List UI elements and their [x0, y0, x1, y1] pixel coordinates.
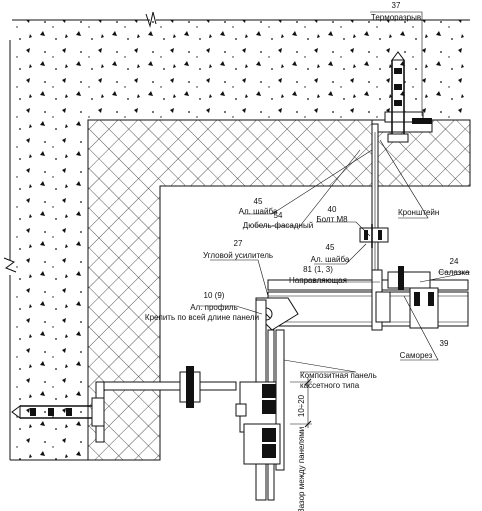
callout-text: Болт М8: [316, 215, 348, 224]
callout-thermal-break: 37 Терморазрыв: [371, 1, 421, 22]
callout-text: Ал. шайба: [239, 207, 278, 216]
concrete-wall: [3, 11, 470, 461]
callout-bolt: 40 Болт М8: [316, 205, 348, 224]
lower-bracket: [11, 366, 237, 443]
callout-washer-top: 45 Ал. шайба: [239, 197, 278, 216]
callout-text-line: Композитная панель: [300, 371, 377, 380]
callout-number: 81 (1, 3): [303, 265, 333, 274]
callout-text: Направляющая: [289, 276, 347, 285]
callout-number: 45: [254, 197, 263, 206]
insulation-layer: [87, 119, 471, 461]
callout-facade-dowel: 54 Дюбель-фасадный: [243, 211, 313, 230]
top-bracket: [371, 51, 433, 275]
callout-number: 39: [440, 339, 449, 348]
callout-text: Терморазрыв: [371, 13, 421, 22]
callout-text: Ал. профиль: [190, 303, 238, 312]
callout-washer-mid: 45 Ал. шайба: [311, 243, 350, 264]
callout-corner-reinforcer: 27 Угловой усилитель: [203, 239, 273, 260]
callout-text: Саморез: [400, 351, 433, 360]
leader-lines: [200, 11, 471, 373]
bolt-assembly: [359, 224, 389, 248]
callout-bracket: Кронштейн: [398, 208, 439, 217]
callout-guide: 81 (1, 3) Направляющая: [289, 265, 347, 285]
callout-al-profile: 10 (9) Ал. профиль Крепить по всей длине…: [145, 291, 259, 322]
dimension-text: 10÷20: [297, 394, 306, 417]
guide-rail: [267, 266, 469, 331]
dimension-10-20: [290, 378, 312, 428]
gap-note-text: Зазор между панелями: [297, 427, 306, 511]
callout-number: 10 (9): [204, 291, 225, 300]
callout-number: 24: [450, 257, 459, 266]
panel-vertical-profile: [235, 299, 285, 501]
callout-text: Ал. шайба: [311, 255, 350, 264]
callout-text: Кронштейн: [398, 208, 439, 217]
callout-number: 45: [326, 243, 335, 252]
callout-text-line: кассетного типа: [300, 381, 360, 390]
panel-gap-note: Зазор между панелями: [297, 427, 306, 511]
callout-text: Дюбель-фасадный: [243, 221, 313, 230]
callout-text: Крепить по всей длине панели: [145, 313, 259, 322]
callout-text: Салазка: [438, 268, 470, 277]
callout-text: Угловой усилитель: [203, 251, 273, 260]
callout-number: 27: [234, 239, 243, 248]
callout-number: 40: [328, 205, 337, 214]
callout-number: 54: [274, 211, 283, 220]
callout-screw: 39 Саморез: [400, 339, 449, 360]
callout-number: 37: [392, 1, 401, 10]
dimension-label: 10÷20: [297, 394, 306, 417]
callout-skid: 24 Салазка: [438, 257, 470, 277]
